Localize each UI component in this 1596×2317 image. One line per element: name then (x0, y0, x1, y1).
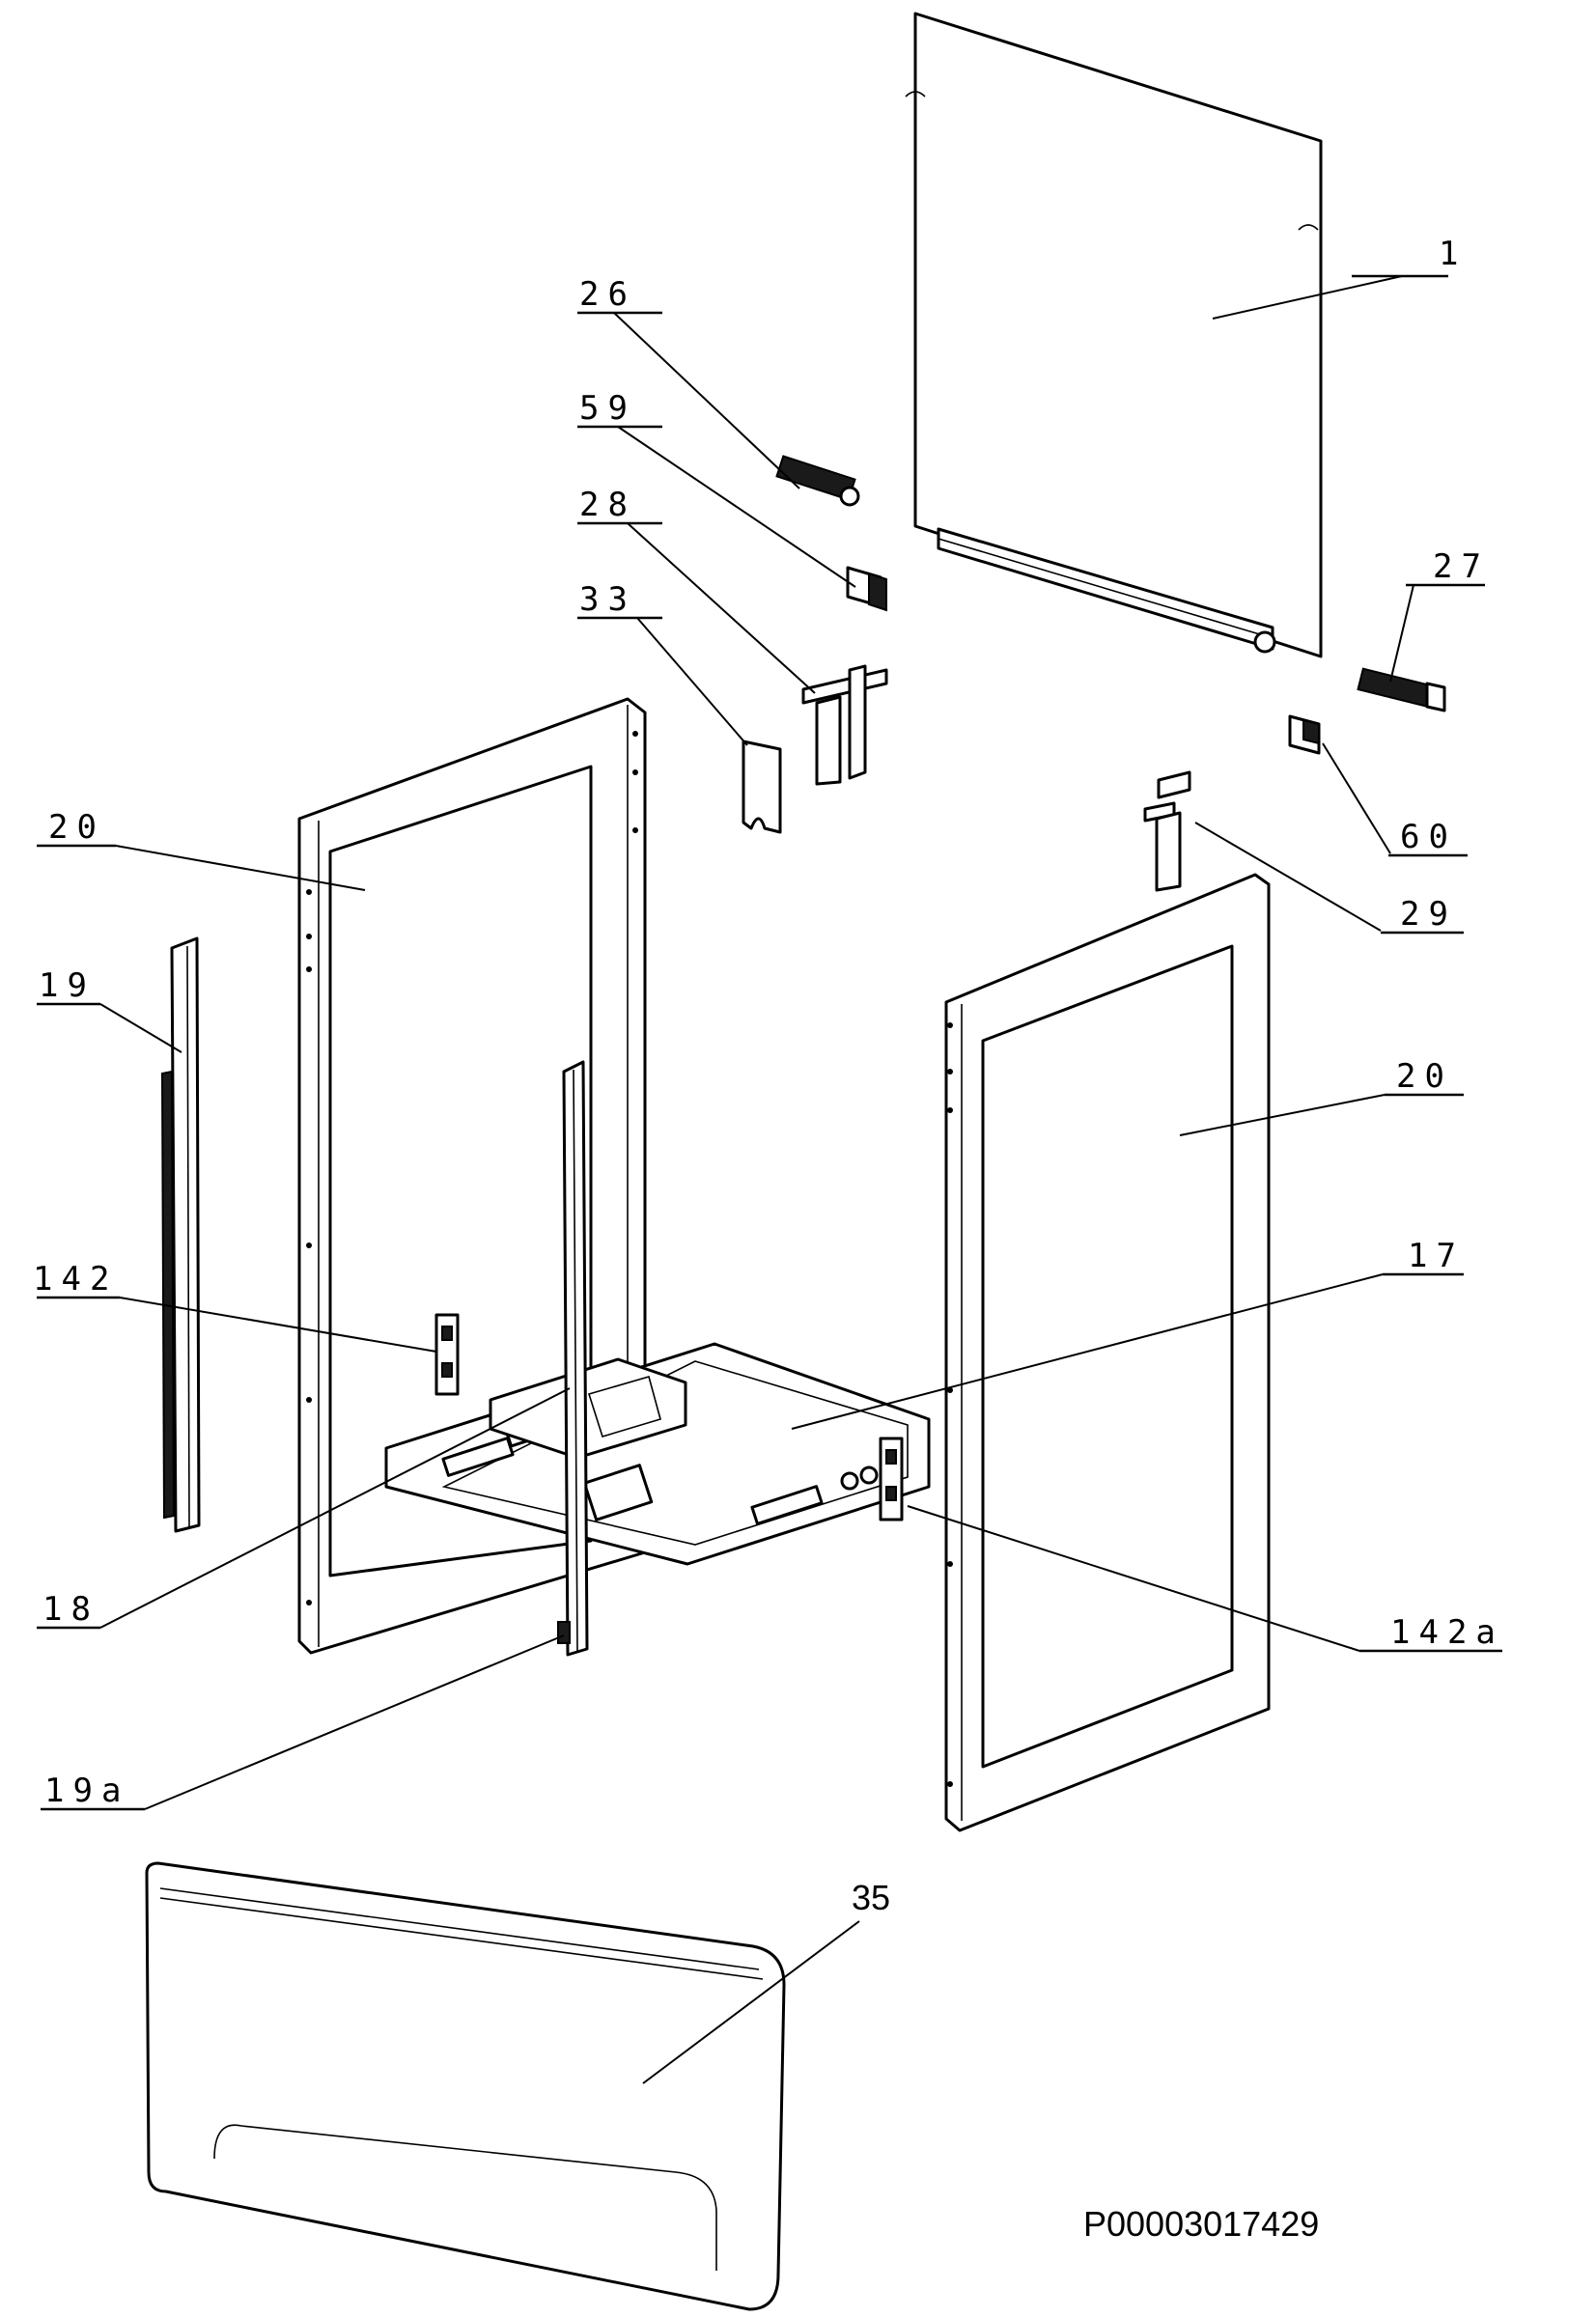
callout-19a: 19a (44, 1772, 129, 1810)
callout-142: 142 (33, 1260, 118, 1298)
leader-lines (37, 274, 1502, 2084)
callout-17: 17 (1408, 1237, 1465, 1275)
callout-18: 18 (42, 1590, 99, 1629)
part-59-clip (846, 566, 887, 612)
part-142a-latch (879, 1437, 904, 1521)
callout-59: 59 (579, 389, 636, 428)
part-33-plate (742, 740, 782, 834)
part-20-right-panel (944, 873, 1271, 1832)
part-1-top-panel (905, 12, 1323, 658)
part-27-screw (1357, 667, 1446, 712)
callout-20-left: 20 (48, 808, 105, 847)
callout-60: 60 (1400, 818, 1457, 856)
callout-35: 35 (852, 1878, 890, 1917)
callout-27: 27 (1433, 547, 1490, 586)
part-28-bracket (801, 664, 888, 786)
part-60-clip (1288, 714, 1321, 755)
callout-1: 1 (1439, 235, 1467, 273)
callout-19: 19 (39, 966, 96, 1005)
callout-29: 29 (1400, 895, 1457, 934)
part-29-bracket (1143, 770, 1191, 892)
drawing-code: P00003017429 (1083, 2204, 1319, 2244)
callout-28: 28 (579, 486, 636, 524)
part-26-screw (775, 455, 860, 507)
callout-labels: 1 26 59 28 33 27 60 29 20 20 19 142 17 1… (33, 235, 1504, 2244)
callout-20-right: 20 (1396, 1057, 1453, 1096)
callout-33: 33 (579, 580, 636, 619)
callout-26: 26 (579, 275, 636, 314)
part-19-rail (160, 936, 201, 1533)
callout-142a: 142a (1390, 1613, 1504, 1652)
part-35-front-panel (145, 1861, 786, 2311)
part-142-latch (434, 1313, 460, 1396)
part-19a-rail (557, 1060, 589, 1657)
